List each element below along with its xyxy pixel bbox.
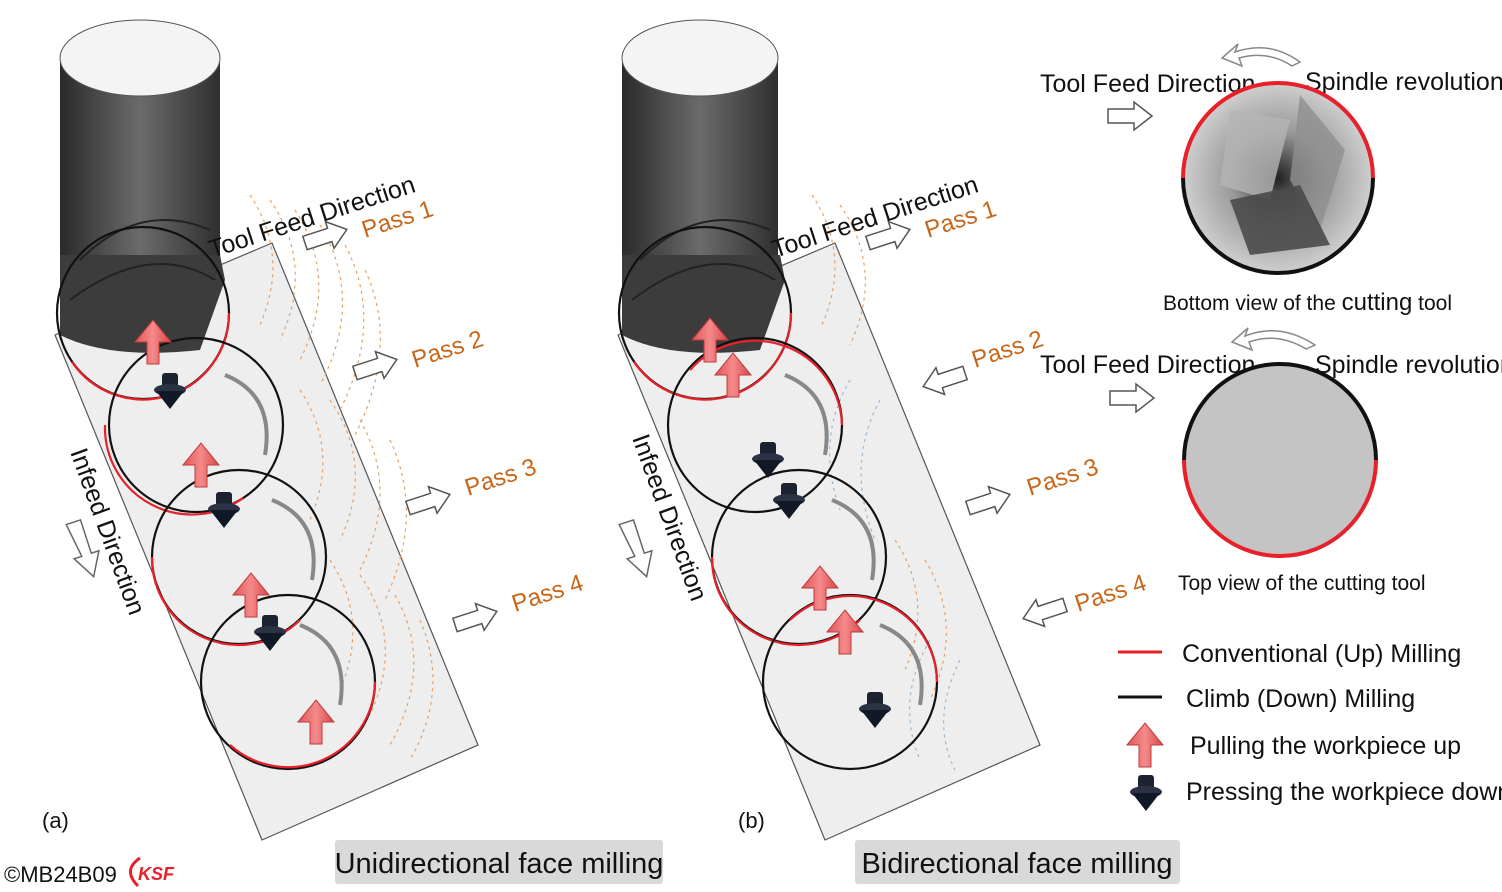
panel-tag: (a) xyxy=(42,808,69,833)
tool-marks-b xyxy=(811,194,961,771)
feed-arrow-icon xyxy=(1018,590,1071,633)
spindle-arrow-icon xyxy=(1220,43,1302,68)
feed-arrow-icon xyxy=(449,597,502,640)
bottom-view: Tool Feed Direction Spindle revolution B… xyxy=(1040,43,1502,316)
pass-3-label: Pass 3 xyxy=(462,453,540,501)
pass-3-label: Pass 3 xyxy=(1024,453,1102,501)
spindle-label: Spindle revolution xyxy=(1315,351,1502,379)
climb-arc xyxy=(1182,362,1378,461)
rotation-arrows-a xyxy=(224,373,344,706)
legend-conventional: Conventional (Up) Milling xyxy=(1182,640,1461,668)
conventional-arc xyxy=(1182,459,1378,558)
legend-climb: Climb (Down) Milling xyxy=(1186,685,1415,713)
panel-title: Unidirectional face milling xyxy=(335,848,664,880)
cut-circles-a xyxy=(55,225,377,771)
infeed-arrow-icon xyxy=(65,518,100,579)
end-mill-a xyxy=(59,19,225,353)
pass-2-label: Pass 2 xyxy=(409,325,487,373)
spindle-label: Spindle revolution xyxy=(1305,68,1502,96)
title-banner xyxy=(855,840,1180,884)
panel-a: Tool Feed Direction Pass 1 Pass 2 Pass 3… xyxy=(42,19,664,884)
feed-arrow-icon xyxy=(402,480,455,523)
ksf-logo-icon xyxy=(129,856,141,888)
end-mill-b xyxy=(621,19,785,353)
legend: Conventional (Up) Milling Climb (Down) M… xyxy=(1118,640,1502,811)
spindle-arrow-icon xyxy=(1230,327,1317,352)
tool-top-face xyxy=(1184,364,1376,556)
pass-4-label: Pass 4 xyxy=(509,569,587,617)
feed-arrow-icon xyxy=(962,480,1015,523)
panel-b: Tool Feed Direction Pass 1 Pass 2 Pass 3… xyxy=(617,19,1180,884)
feed-direction-label: Tool Feed Direction xyxy=(1040,351,1255,379)
pull-icon xyxy=(1126,722,1164,768)
panel-tag: (b) xyxy=(738,808,765,833)
climb-arc xyxy=(1181,177,1375,275)
feed-arrow-icon xyxy=(918,358,971,401)
feed-arrow-icon xyxy=(349,345,402,388)
top-view: Tool Feed Direction Spindle revolution T… xyxy=(1040,327,1502,595)
tool-marks-a xyxy=(249,194,434,761)
pass-2-label: Pass 2 xyxy=(969,325,1047,373)
copyright: ©MB24B09 xyxy=(4,862,117,887)
press-icon xyxy=(1130,775,1162,811)
legend-pull: Pulling the workpiece up xyxy=(1190,732,1461,760)
cut-circles-b xyxy=(617,225,939,771)
panel-title: Bidirectional face milling xyxy=(861,848,1172,880)
feed-direction-label: Tool Feed Direction xyxy=(1040,70,1255,98)
bottom-view-caption: Bottom view of the cutting tool xyxy=(1163,289,1452,316)
feed-arrow-icon xyxy=(1107,101,1153,131)
top-view-caption: Top view of the cutting tool xyxy=(1178,572,1425,595)
pass-4-label: Pass 4 xyxy=(1072,569,1150,617)
logo-text: KSF xyxy=(138,864,175,884)
legend-press: Pressing the workpiece down xyxy=(1186,778,1502,806)
infeed-arrow-icon xyxy=(618,518,653,579)
title-banner xyxy=(335,840,663,884)
feed-arrow-icon xyxy=(1109,383,1155,413)
conventional-arc xyxy=(1181,81,1375,179)
rotation-arrows-b xyxy=(784,373,924,706)
